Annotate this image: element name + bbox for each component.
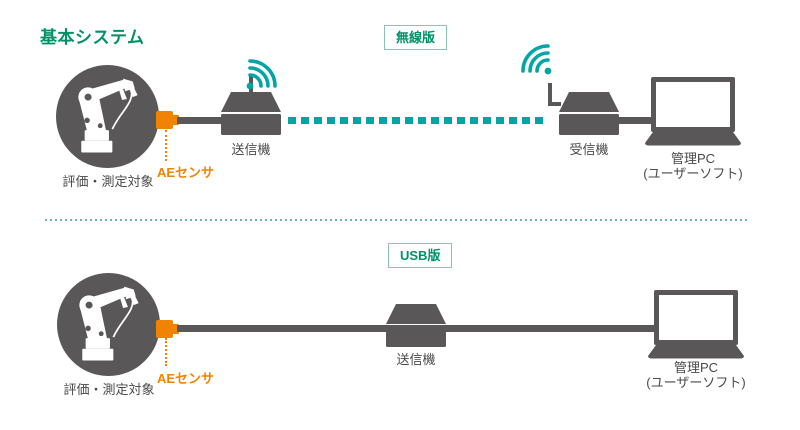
cable-sensor-to-transmitter bbox=[177, 117, 222, 124]
laptop-icon bbox=[645, 77, 741, 146]
sensor-pointer-line bbox=[165, 130, 167, 161]
receiver-label: 受信機 bbox=[569, 142, 609, 157]
measurement-target-circle bbox=[56, 65, 159, 168]
usb-version-badge: USB版 bbox=[388, 243, 453, 268]
wireless-version-badge: 無線版 bbox=[384, 25, 448, 50]
target-label: 評価・測定対象 bbox=[62, 174, 154, 189]
pc-sublabel: (ユーザーソフト) bbox=[643, 166, 743, 181]
laptop-icon bbox=[648, 290, 744, 359]
target-label: 評価・測定対象 bbox=[63, 382, 155, 397]
robot-arm-icon bbox=[78, 78, 138, 153]
transmitter-label: 送信機 bbox=[396, 352, 436, 367]
measurement-target-circle bbox=[57, 273, 160, 376]
robot-arm-icon bbox=[79, 286, 139, 361]
ae-sensor-connector-icon bbox=[156, 111, 179, 129]
pc-sublabel: (ユーザーソフト) bbox=[646, 375, 746, 390]
transmitter-box-icon bbox=[221, 92, 281, 135]
transmitter-box-icon bbox=[386, 304, 446, 347]
page-title: 基本システム bbox=[40, 28, 145, 47]
wifi-signal-icon bbox=[521, 44, 552, 75]
transmitter-label: 送信機 bbox=[231, 142, 271, 157]
antenna-icon bbox=[548, 102, 561, 106]
pc-label: 管理PC bbox=[670, 151, 716, 166]
ae-sensor-label: AEセンサ bbox=[157, 165, 215, 180]
pc-label: 管理PC bbox=[673, 360, 719, 375]
cable-receiver-to-pc bbox=[618, 117, 654, 124]
ae-sensor-label: AEセンサ bbox=[157, 371, 215, 386]
sensor-pointer-line bbox=[165, 338, 167, 366]
antenna-icon bbox=[548, 83, 552, 106]
receiver-box-icon bbox=[559, 92, 619, 135]
wireless-link-line bbox=[288, 117, 543, 124]
wifi-signal-icon bbox=[246, 59, 277, 90]
section-divider bbox=[45, 219, 748, 221]
ae-sensor-connector-icon bbox=[156, 320, 179, 338]
